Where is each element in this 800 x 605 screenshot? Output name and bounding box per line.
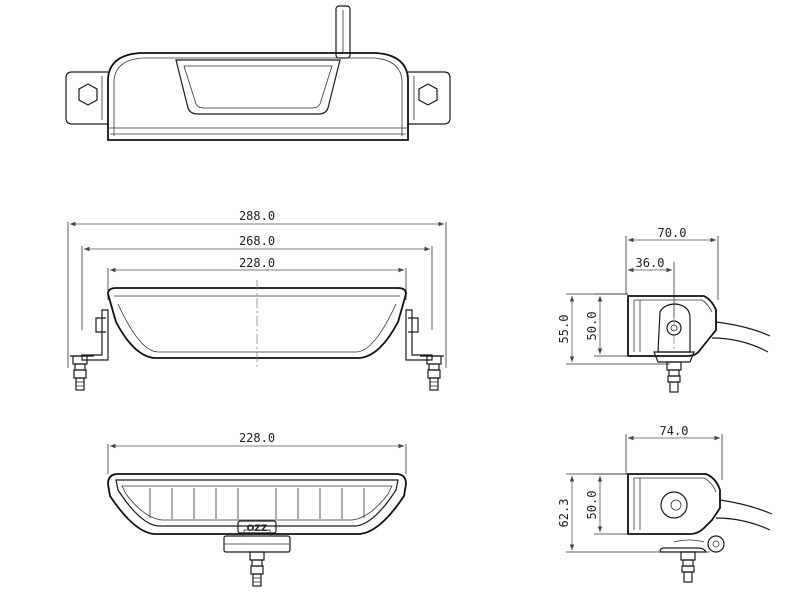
dim-268: 268.0 (239, 234, 275, 248)
side-view-2: 74.0 62.3 50.0 (557, 424, 773, 583)
side-view-1: 70.0 36.0 55.0 50.0 (557, 226, 771, 393)
hex-nut-right-icon (418, 83, 438, 106)
front-view: 288.0 268.0 228.0 (67, 209, 447, 391)
dim-36: 36.0 (636, 256, 665, 270)
dim-288: 288.0 (239, 209, 275, 223)
dim-228-bottom: 228.0 (239, 431, 275, 445)
heat-fins (149, 488, 365, 519)
bolt-side1-icon (666, 361, 682, 393)
bolt-bottom-icon (249, 551, 265, 587)
hex-nut-left-icon (78, 83, 98, 106)
bolt-right-icon (426, 355, 442, 391)
dim-55: 55.0 (557, 315, 571, 344)
dim-70: 70.0 (658, 226, 687, 240)
dim-62-3: 62.3 (557, 499, 571, 528)
dim-50-side2: 50.0 (585, 491, 599, 520)
dim-50-side1: 50.0 (585, 312, 599, 341)
bolt-side2-icon (680, 551, 696, 583)
top-view (65, 5, 451, 141)
mount-boss-icon (660, 491, 688, 519)
brand-logo-text: OZZ (247, 524, 268, 534)
bolt-left-icon (72, 355, 88, 391)
hinge-pin-icon (707, 535, 725, 553)
dim-74: 74.0 (660, 424, 689, 438)
bottom-view: 228.0 OZZ (107, 431, 407, 587)
brand-logo (237, 520, 277, 534)
dim-228-front: 228.0 (239, 256, 275, 270)
